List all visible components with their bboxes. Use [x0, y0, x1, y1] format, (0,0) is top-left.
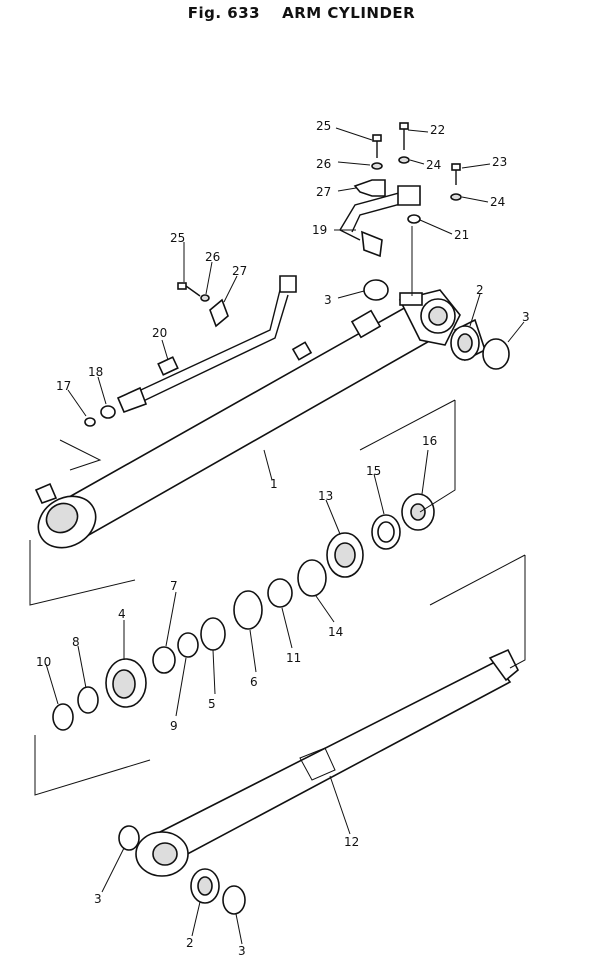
callout-21: 21 — [454, 228, 469, 242]
o-ring-21 — [407, 214, 421, 224]
callout-3-bottom-right: 3 — [238, 944, 246, 956]
ring-10 — [52, 703, 74, 731]
callout-18: 18 — [88, 365, 103, 379]
ring-15 — [371, 514, 401, 550]
callout-labels: 25 22 23 26 24 27 24 19 21 25 26 27 3 2 … — [36, 119, 530, 956]
seal-8 — [77, 686, 99, 714]
seal-3-right — [482, 338, 510, 370]
ring-9 — [177, 632, 199, 658]
bushing-7 — [152, 646, 176, 674]
clamp-27-lower — [209, 298, 229, 328]
piston-13 — [326, 532, 364, 578]
callout-17: 17 — [56, 379, 71, 393]
callout-27-lower: 27 — [232, 264, 247, 278]
callout-15: 15 — [366, 464, 381, 478]
callout-22: 22 — [430, 123, 445, 137]
leader-lines — [45, 127, 525, 945]
callout-13: 13 — [318, 489, 333, 503]
pipe-20 — [116, 275, 297, 414]
washer-26-lower — [200, 294, 210, 302]
callout-4: 4 — [118, 607, 126, 621]
figure-caption: Fig. 633 ARM CYLINDER — [0, 4, 603, 22]
callout-26-lower: 26 — [205, 250, 220, 264]
callout-6: 6 — [250, 675, 258, 689]
callout-2-bottom: 2 — [186, 936, 194, 950]
cylinder-tube — [34, 289, 461, 549]
seal-3-bottom-right — [222, 885, 246, 915]
figure-title: ARM CYLINDER — [282, 4, 416, 22]
o-ring-17 — [84, 417, 96, 427]
o-ring-5 — [200, 617, 226, 651]
clamp-27-upper — [353, 179, 386, 197]
bolt-25-upper — [372, 134, 382, 158]
washer-24-b — [450, 193, 462, 201]
seal-3-bottom-left — [118, 825, 140, 851]
callout-12: 12 — [344, 835, 359, 849]
callout-2-top: 2 — [476, 283, 484, 297]
callout-11: 11 — [286, 651, 301, 665]
bolt-22 — [399, 122, 409, 150]
ring-6 — [233, 590, 263, 630]
callout-25-upper: 25 — [316, 119, 331, 133]
bushing-2-top — [450, 318, 486, 362]
nut-16 — [401, 493, 435, 531]
callout-3-right: 3 — [522, 310, 530, 324]
callout-1: 1 — [270, 477, 278, 491]
callout-27-upper: 27 — [316, 185, 331, 199]
piston-rod — [135, 648, 519, 877]
seal-3-top — [363, 279, 389, 301]
callout-3-top: 3 — [324, 293, 332, 307]
head-4 — [105, 658, 147, 708]
callout-23: 23 — [492, 155, 507, 169]
callout-8: 8 — [72, 635, 80, 649]
callout-7: 7 — [170, 579, 178, 593]
ring-14 — [297, 559, 327, 597]
callout-26-upper: 26 — [316, 157, 331, 171]
callout-24-a: 24 — [426, 158, 441, 172]
guide-lines — [29, 399, 526, 796]
callout-10: 10 — [36, 655, 51, 669]
callout-9: 9 — [170, 719, 178, 733]
figure-number: Fig. 633 — [187, 4, 261, 22]
callout-3-bottom-left: 3 — [94, 892, 102, 906]
callout-19: 19 — [312, 223, 327, 237]
fitting-18 — [100, 405, 116, 419]
bolt-25-lower — [177, 282, 201, 297]
callout-25-lower: 25 — [170, 231, 185, 245]
washer-11 — [267, 578, 293, 608]
callout-16: 16 — [422, 434, 437, 448]
bolt-23 — [451, 163, 461, 185]
bushing-2-bottom — [190, 868, 220, 904]
callout-14: 14 — [328, 625, 343, 639]
callout-24-b: 24 — [490, 195, 505, 209]
callout-20: 20 — [152, 326, 167, 340]
washer-24-a — [398, 156, 410, 164]
callout-5: 5 — [208, 697, 216, 711]
washer-26-upper — [371, 162, 383, 170]
